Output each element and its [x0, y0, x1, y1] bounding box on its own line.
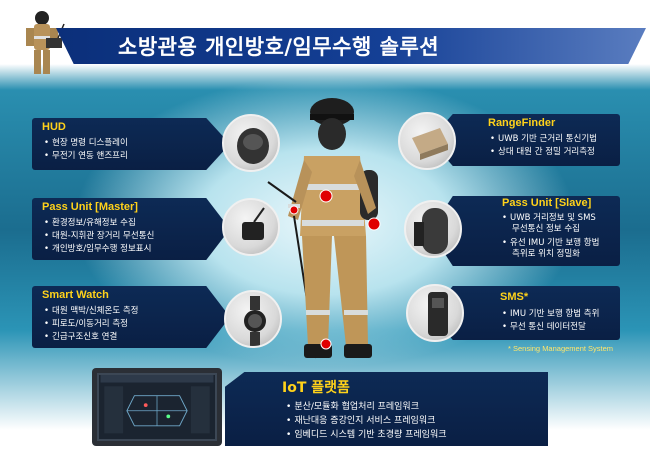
range-finder-item: •UWB 기반 근거리 통신기법: [490, 134, 597, 144]
smart-watch-panel: [32, 286, 230, 348]
corner-firefighter-icon: [26, 11, 65, 74]
range-finder-item: •상대 대원 간 정밀 거리측정: [490, 147, 595, 157]
hud-panel: [32, 118, 230, 170]
smart-watch-device-image: [224, 290, 282, 348]
hud-item: •현장 명령 디스플레이: [44, 138, 128, 148]
pass-master-panel: [32, 198, 230, 260]
hud-item: •무전기 연동 핸즈프리: [44, 151, 128, 161]
sms-heading: SMS*: [500, 291, 529, 303]
iot-item: •임베디드 시스템 기반 초경량 프레임워크: [286, 430, 447, 440]
pass-slave-item: •UWB 거리정보 및 SMS: [502, 213, 596, 223]
pass-slave-device-image: [404, 200, 462, 258]
smart-watch-item: •대원 맥박/신체온도 측정: [44, 306, 139, 316]
pass-master-item: •개인방호/임무수행 정보표시: [44, 244, 152, 254]
hud-device-image: [222, 114, 280, 172]
range-finder-panel: [430, 114, 620, 166]
smart-watch-item: •피로도/이동거리 측정: [44, 319, 128, 329]
pass-slave-item: 무선통신 정보 수집: [512, 224, 580, 234]
sms-item: •IMU 기반 보행 항법 측위: [502, 309, 600, 319]
iot-platform-panel: [225, 372, 548, 446]
smart-watch-item: •긴급구조신호 연결: [44, 332, 118, 342]
pass-slave-item: •유선 IMU 기반 보행 항법: [502, 238, 600, 248]
iot-dashboard-screen: [97, 373, 217, 441]
firefighter-illustration: [267, 98, 381, 359]
iot-item: •재난대응 증강인지 서비스 프레임워크: [286, 416, 436, 426]
pass-master-item: •환경정보/유해정보 수집: [44, 218, 136, 228]
iot-heading: IoT 플랫폼: [282, 380, 350, 396]
title-bar: [56, 28, 646, 64]
range-finder-heading: RangeFinder: [488, 117, 556, 129]
sms-device-image: [406, 284, 464, 342]
sms-item: •무선 통신 데이터전달: [502, 322, 586, 332]
iot-item: •분산/모듈화 협업처리 프레임워크: [286, 402, 419, 412]
pass-master-device-image: [222, 198, 280, 256]
hud-heading: HUD: [42, 121, 66, 133]
sms-footnote: * Sensing Management System: [508, 344, 614, 353]
pass-slave-heading: Pass Unit [Slave]: [502, 197, 592, 209]
pass-master-heading: Pass Unit [Master]: [42, 201, 138, 213]
page-title: 소방관용 개인방호/임무수행 솔루션: [118, 35, 440, 59]
pass-slave-item: 측위로 위치 정밀화: [512, 249, 580, 259]
range-finder-device-image: [398, 112, 456, 170]
pass-master-item: •대원-지휘관 장거리 무선통신: [44, 231, 155, 241]
smart-watch-heading: Smart Watch: [42, 289, 109, 301]
